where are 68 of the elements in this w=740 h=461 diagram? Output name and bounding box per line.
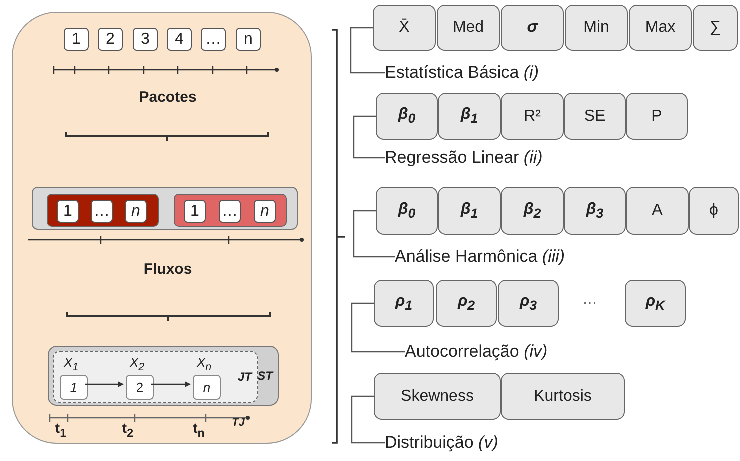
step-box: 1: [60, 375, 88, 400]
flow-group: [174, 194, 287, 227]
connector-line: [353, 116, 385, 159]
flow-container: [32, 187, 298, 230]
arrow: [85, 382, 124, 388]
metric-box: Med: [437, 5, 500, 51]
packet-box: n: [236, 28, 261, 51]
metric-box: ρ$_{1}$: [374, 280, 434, 327]
step-box: 2: [126, 375, 154, 400]
metric-box: A: [626, 187, 689, 235]
metric-box: β$_{2}$: [501, 187, 564, 235]
flow-group: [47, 194, 159, 227]
section-title: Pacotes: [139, 89, 197, 106]
arrow: [151, 382, 191, 388]
metric-box: β$_{3}$: [564, 187, 626, 235]
packet-box: …: [201, 28, 226, 51]
packet-box: 1: [57, 200, 79, 223]
metric-box: R²: [501, 93, 564, 140]
timeline-label: TJ: [232, 417, 245, 430]
metric-box: ∑: [693, 5, 738, 51]
packet-box: 4: [167, 28, 192, 51]
variable-label: X$_{2}$: [130, 355, 145, 374]
variable-label: X$_{n}$: [197, 355, 212, 374]
connector-line: [351, 396, 385, 444]
metric-box: P: [626, 93, 688, 140]
metric-box: SE: [564, 93, 626, 140]
packet-box: n: [125, 200, 147, 223]
metric-box: β$_{0}$: [376, 93, 438, 140]
group-label: Análise Harmônica (iii): [395, 246, 615, 268]
packet-box: 2: [98, 28, 123, 51]
metric-box: σ: [501, 5, 564, 51]
time-label: t$_{n}$: [193, 420, 205, 440]
packet-box: 1: [64, 28, 89, 51]
metric-box: β$_{1}$: [438, 93, 501, 140]
metric-box: Kurtosis: [501, 373, 625, 420]
metric-box: X̄: [373, 5, 436, 51]
section-title: Fluxos: [144, 261, 192, 278]
variable-label: X$_{1}$: [64, 355, 79, 374]
packet-box: n: [254, 200, 276, 223]
journey-box: [53, 351, 258, 403]
group-label: Distribuição (v): [385, 432, 585, 454]
packet-box: 3: [133, 28, 158, 51]
box-label: ST: [258, 369, 273, 383]
metric-box: β$_{1}$: [438, 187, 501, 235]
metric-box: ρ$_{K}$: [625, 280, 686, 327]
metric-box: β$_{0}$: [376, 187, 438, 235]
panel: [12, 12, 312, 444]
connector-line: [350, 27, 385, 74]
ellipsis: …: [582, 291, 598, 308]
packet-box: 1: [184, 200, 206, 223]
group-label: Autocorrelação (iv): [405, 341, 605, 363]
time-label: t$_{1}$: [55, 420, 67, 440]
box-label: JT: [238, 370, 252, 384]
session-box: [48, 346, 279, 406]
connector-line: [351, 302, 405, 353]
metric-box: Max: [629, 5, 692, 51]
metric-box: ρ$_{2}$: [436, 280, 497, 327]
metric-box: Skewness: [374, 373, 501, 420]
group-label: Regressão Linear (ii): [385, 147, 585, 169]
step-box: n: [193, 375, 221, 400]
packet-box: …: [91, 200, 113, 223]
group-label: Estatística Básica (i): [385, 62, 585, 84]
time-label: t$_{2}$: [122, 420, 134, 440]
metric-box: ϕ: [689, 187, 739, 235]
metric-box: Min: [565, 5, 628, 51]
packet-box: …: [219, 200, 241, 223]
connector-line: [353, 210, 395, 258]
metric-box: ρ$_{3}$: [498, 280, 559, 327]
